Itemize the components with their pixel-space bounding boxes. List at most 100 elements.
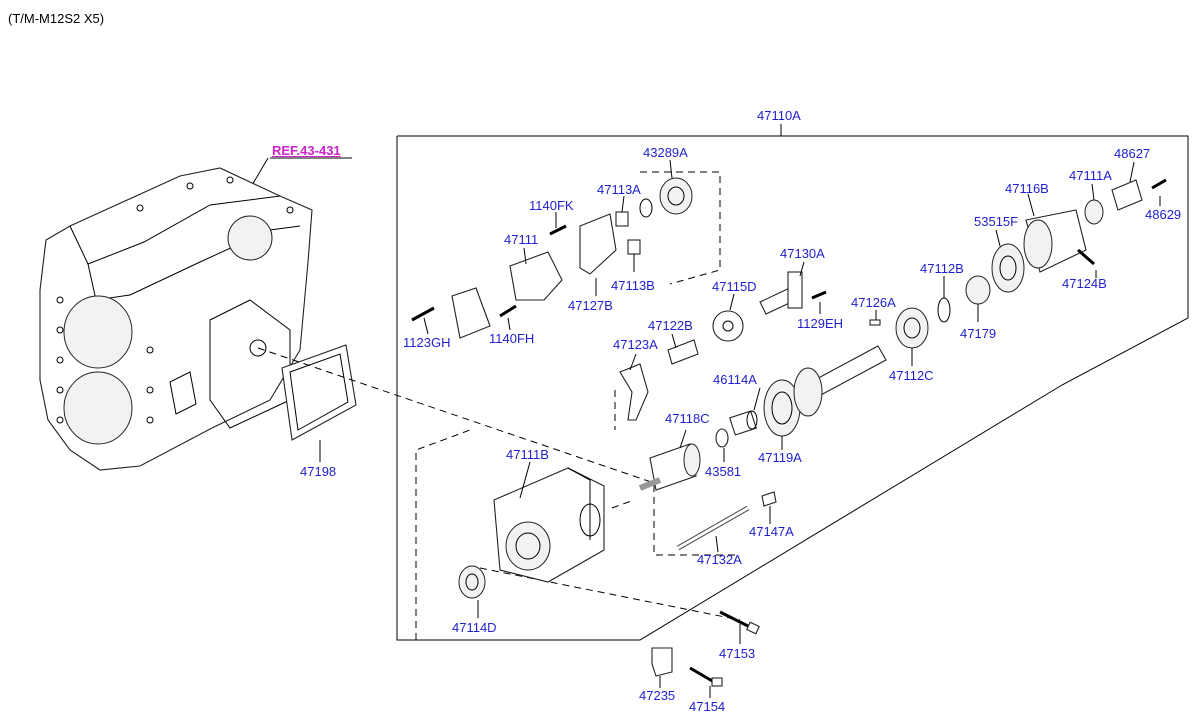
alignment-line-3 — [640, 171, 721, 285]
bolt-1123GH-leader — [423, 317, 429, 335]
body-47111-shape — [509, 251, 563, 301]
bearing-46114A-leader — [753, 387, 761, 411]
part-label-47113A[interactable]: 47113A — [597, 182, 641, 197]
part-label-47154[interactable]: 47154 — [689, 699, 726, 714]
part-label-47113B[interactable]: 47113B — [611, 278, 655, 293]
screw-48629-shape — [1151, 178, 1167, 190]
gear-47118C-shape — [638, 443, 701, 491]
sprocket-47115D-shape — [712, 310, 744, 342]
snapring-47112B-shape — [937, 297, 951, 323]
seal-47114D-shape — [458, 565, 486, 599]
bolt-47153-shape — [719, 610, 760, 635]
cover-47127B-shape — [579, 213, 617, 275]
transmission-case — [39, 167, 313, 471]
seal-53515F-shape — [991, 243, 1025, 293]
alignment-line-4 — [415, 429, 471, 640]
part-label-47130A[interactable]: 47130A — [780, 246, 825, 261]
sleeve-48627-leader — [1129, 161, 1135, 183]
part-label-1129EH[interactable]: 1129EH — [797, 316, 844, 331]
part-label-47116B[interactable]: 47116B — [1005, 181, 1049, 196]
alignment-line-2 — [479, 567, 741, 621]
part-label-47122B[interactable]: 47122B — [648, 318, 693, 333]
part-label-47198[interactable]: 47198 — [300, 464, 337, 479]
part-label-43581[interactable]: 43581 — [705, 464, 742, 479]
part-label-47153[interactable]: 47153 — [719, 646, 756, 661]
part-label-47132A[interactable]: 47132A — [697, 552, 742, 567]
seal-53515F-leader — [995, 229, 1001, 247]
part-label-46114A[interactable]: 46114A — [713, 372, 757, 387]
sleeve-48627-shape — [1111, 179, 1143, 211]
seal-47111A-leader — [1091, 183, 1095, 201]
fork-47123A-leader — [629, 353, 637, 371]
plate-shape — [451, 287, 491, 339]
part-label-47235[interactable]: 47235 — [639, 688, 676, 703]
part-label-53515F[interactable]: 53515F — [974, 214, 1019, 229]
part-label-47119A[interactable]: 47119A — [758, 450, 802, 465]
seal-47111A-shape — [1084, 199, 1104, 225]
model-code-header: (T/M-M12S2 X5) — [8, 11, 105, 26]
assembly-label[interactable]: 47110A — [757, 108, 801, 123]
gasket-47198-shape — [281, 344, 357, 441]
bolt-47124B-shape — [1077, 248, 1095, 266]
reference-label[interactable]: REF.43-431 — [272, 143, 341, 158]
spring-47122B-shape — [667, 339, 699, 365]
part-label-1123GH[interactable]: 1123GH — [403, 335, 451, 350]
part-label-47112C[interactable]: 47112C — [889, 368, 934, 383]
part-label-47115D[interactable]: 47115D — [712, 279, 757, 294]
lever-47130A-leader — [799, 261, 805, 277]
spring-47122B-leader — [671, 333, 677, 349]
seal-43289A-shape — [659, 177, 693, 215]
bolt-1140FH-shape — [499, 304, 517, 318]
gear-47118C-leader — [679, 429, 687, 449]
bolt-1123GH-shape — [411, 306, 435, 322]
pump-housing-47111B-shape — [493, 467, 605, 583]
pin-47113B-shape — [627, 239, 641, 255]
part-label-48629[interactable]: 48629 — [1145, 207, 1182, 222]
part-label-47111A[interactable]: 47111A — [1069, 168, 1112, 183]
part-label-1140FH[interactable]: 1140FH — [489, 331, 535, 346]
part-label-47147A[interactable]: 47147A — [749, 524, 794, 539]
output-shaft-shape — [793, 345, 887, 417]
bracket-47235-shape — [651, 647, 673, 677]
pin-47113A-leader — [621, 195, 625, 213]
body-47111-leader — [523, 247, 527, 265]
pump-housing-leader — [519, 461, 531, 499]
part-label-47114D[interactable]: 47114D — [452, 620, 497, 635]
bolt-47154-shape — [689, 666, 723, 687]
part-label-47179[interactable]: 47179 — [960, 326, 997, 341]
seal-43289A-leader — [669, 159, 673, 179]
part-label-48627[interactable]: 48627 — [1114, 146, 1151, 161]
ring-near-43289A — [639, 198, 653, 218]
bearing-46114A-shape — [729, 410, 758, 436]
alignment-line-6 — [611, 499, 635, 509]
pin-47147A-shape — [761, 491, 777, 507]
part-label-47127B[interactable]: 47127B — [568, 298, 613, 313]
part-label-43289A[interactable]: 43289A — [643, 145, 688, 160]
housing-47116B-shape — [1023, 209, 1087, 273]
washer-43581-shape — [715, 428, 729, 448]
shaft-47132A-shape — [676, 505, 750, 551]
bearing-47179-shape — [965, 275, 991, 305]
part-label-47111[interactable]: 47111 — [504, 232, 539, 247]
lever-47130A-shape — [759, 271, 803, 315]
bolt-1140FH-leader — [507, 317, 511, 331]
alignment-line-1 — [257, 347, 661, 486]
bolt-1129EH-shape — [811, 290, 827, 300]
part-label-47118C[interactable]: 47118C — [665, 411, 710, 426]
sprocket-47115D-leader — [729, 293, 735, 311]
shaft-47132A-leader — [715, 535, 719, 553]
part-label-47126A[interactable]: 47126A — [851, 295, 896, 310]
part-label-47123A[interactable]: 47123A — [613, 337, 658, 352]
housing-47116B-leader — [1027, 193, 1035, 217]
part-label-1140FK[interactable]: 1140FK — [529, 198, 574, 213]
fork-47123A-shape — [619, 363, 649, 421]
part-label-47124B[interactable]: 47124B — [1062, 276, 1107, 291]
part-label-47112B[interactable]: 47112B — [920, 261, 964, 276]
key-47126A-shape — [869, 319, 881, 326]
bolt-1140FK-shape — [549, 224, 567, 236]
pin-47113A-shape — [615, 211, 629, 227]
part-label-47111B[interactable]: 47111B — [506, 447, 549, 462]
bearing-47112C-shape — [895, 307, 929, 349]
